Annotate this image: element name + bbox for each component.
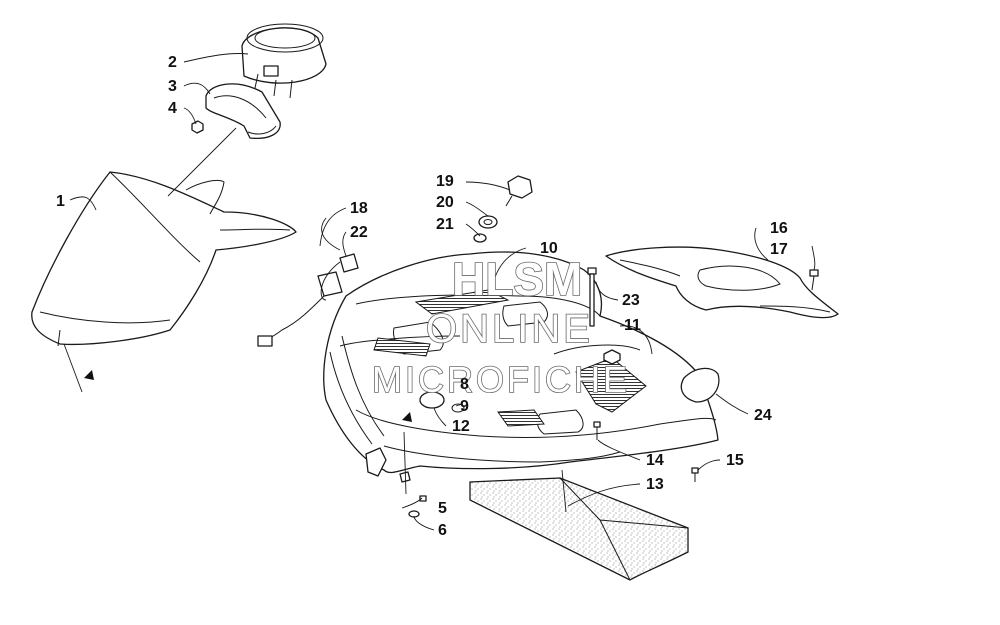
- screw-part-15: [691, 467, 699, 482]
- callout-9: 9: [460, 398, 469, 415]
- callout-8: 8: [460, 376, 469, 393]
- callout-15: 15: [726, 452, 744, 469]
- direction-arrow-left: [63, 343, 94, 393]
- callout-3: 3: [168, 78, 177, 95]
- callout-1: 1: [56, 193, 65, 210]
- callout-16: 16: [770, 220, 788, 237]
- foam-pad-part: [469, 477, 689, 581]
- side-cover-part: [605, 246, 839, 319]
- watermark-line2: ONLINE: [426, 307, 593, 351]
- callout-20: 20: [436, 194, 454, 211]
- leader-lines: [69, 53, 816, 531]
- callout-4: 4: [168, 100, 177, 117]
- callout-labels: 1 2 3 4 5 6 8 9 10 11 12 13 14 15 16 17 …: [56, 54, 788, 539]
- callout-5: 5: [438, 500, 447, 517]
- callout-19: 19: [436, 173, 454, 190]
- watermark: HLSM ONLINE MICROFICHE: [371, 252, 630, 401]
- plug-part: [680, 367, 720, 403]
- screw-part-14: [593, 421, 601, 440]
- callout-13: 13: [646, 476, 664, 493]
- callout-22: 22: [350, 224, 368, 241]
- watermark-line1: HLSM: [452, 253, 582, 305]
- callout-23: 23: [622, 292, 640, 309]
- fastener-part-5-6: [408, 495, 427, 518]
- direction-arrow-center: [402, 412, 412, 422]
- console-hood-part: [323, 251, 719, 483]
- visor-part: [31, 171, 297, 347]
- callout-21: 21: [436, 216, 454, 233]
- callout-10: 10: [540, 240, 558, 257]
- callout-2: 2: [168, 54, 177, 71]
- key-switch-part: [473, 175, 533, 243]
- gauge-bracket-part: [205, 83, 281, 140]
- callout-17: 17: [770, 241, 788, 258]
- callout-14: 14: [646, 452, 664, 469]
- callout-18: 18: [350, 200, 368, 217]
- callout-24: 24: [754, 407, 772, 424]
- callout-6: 6: [438, 522, 447, 539]
- callout-11: 11: [624, 317, 641, 334]
- long-screw-part: [587, 267, 621, 365]
- watermark-line3: MICROFICHE: [372, 359, 630, 400]
- gauge-part: [241, 23, 327, 99]
- callout-12: 12: [452, 418, 470, 435]
- nut-part-4: [191, 120, 204, 134]
- screw-part-17: [809, 269, 819, 291]
